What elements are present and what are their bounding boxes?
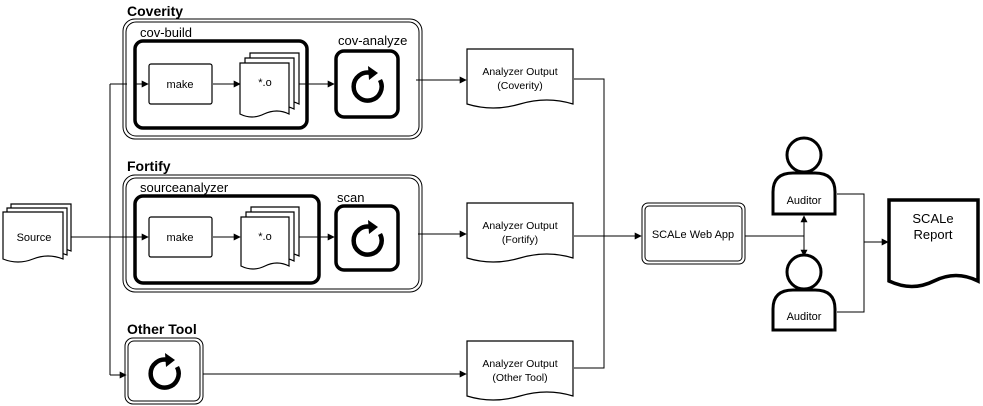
output-coverity-line2: (Coverity)	[497, 80, 543, 92]
edge-outputs-merge	[574, 78, 605, 369]
for-object-files: *.o	[240, 206, 300, 270]
output-other-line1: Analyzer Output	[482, 358, 557, 370]
scan-label: scan	[337, 190, 364, 205]
scale-report-line1: SCALe	[912, 211, 953, 226]
output-other-line2: (Other Tool)	[492, 372, 547, 384]
output-fortify: Analyzer Output (Fortify)	[466, 202, 574, 263]
cov-analyze-label: cov-analyze	[338, 33, 407, 48]
sourceanalyzer-label: sourceanalyzer	[140, 180, 229, 195]
cov-make-label: make	[167, 79, 194, 91]
output-coverity-line1: Analyzer Output	[482, 66, 557, 78]
other-tool-title: Other Tool	[127, 321, 197, 337]
scale-report-line2: Report	[913, 227, 952, 242]
output-fortify-line2: (Fortify)	[502, 234, 538, 246]
scan-box	[334, 204, 400, 272]
fortify-group: Fortify sourceanalyzer make *.o scan	[122, 158, 423, 293]
output-other: Analyzer Output (Other Tool)	[466, 340, 574, 401]
cov-analyze-box	[334, 49, 400, 119]
other-tool-group: Other Tool	[124, 321, 204, 405]
auditor-bottom-label: Auditor	[787, 311, 822, 323]
cov-object-files-label: *.o	[258, 77, 271, 89]
fortify-title: Fortify	[127, 158, 171, 174]
edge-auditors-merge	[837, 193, 865, 313]
connectors	[71, 76, 889, 379]
sourceanalyzer-box	[133, 194, 321, 285]
for-make-label: make	[167, 232, 194, 244]
other-tool-refresh-icon	[151, 353, 179, 388]
output-coverity: Analyzer Output (Coverity)	[466, 48, 574, 109]
source-label: Source	[17, 232, 52, 244]
cov-build-label: cov-build	[140, 25, 192, 40]
cov-build-box	[133, 39, 309, 130]
auditor-bottom: Auditor	[771, 253, 837, 332]
scale-web-app-label: SCALe Web App	[652, 229, 734, 241]
for-make-box	[148, 216, 213, 258]
scale-web-app: SCALe Web App	[641, 202, 746, 265]
coverity-title: Coverity	[127, 3, 183, 19]
auditor-top: Auditor	[771, 136, 837, 216]
coverity-group: Coverity cov-build make *.o cov-analyze	[122, 3, 423, 140]
output-fortify-line1: Analyzer Output	[482, 220, 557, 232]
auditor-top-label: Auditor	[787, 195, 822, 207]
scale-report: SCALe Report	[887, 198, 980, 289]
cov-analyze-refresh-icon	[354, 66, 382, 101]
cov-object-files: *.o	[239, 52, 300, 118]
for-object-files-label: *.o	[258, 231, 271, 243]
scan-refresh-icon	[354, 220, 382, 255]
source-documents: Source	[2, 203, 72, 263]
cov-make-box	[148, 63, 213, 105]
